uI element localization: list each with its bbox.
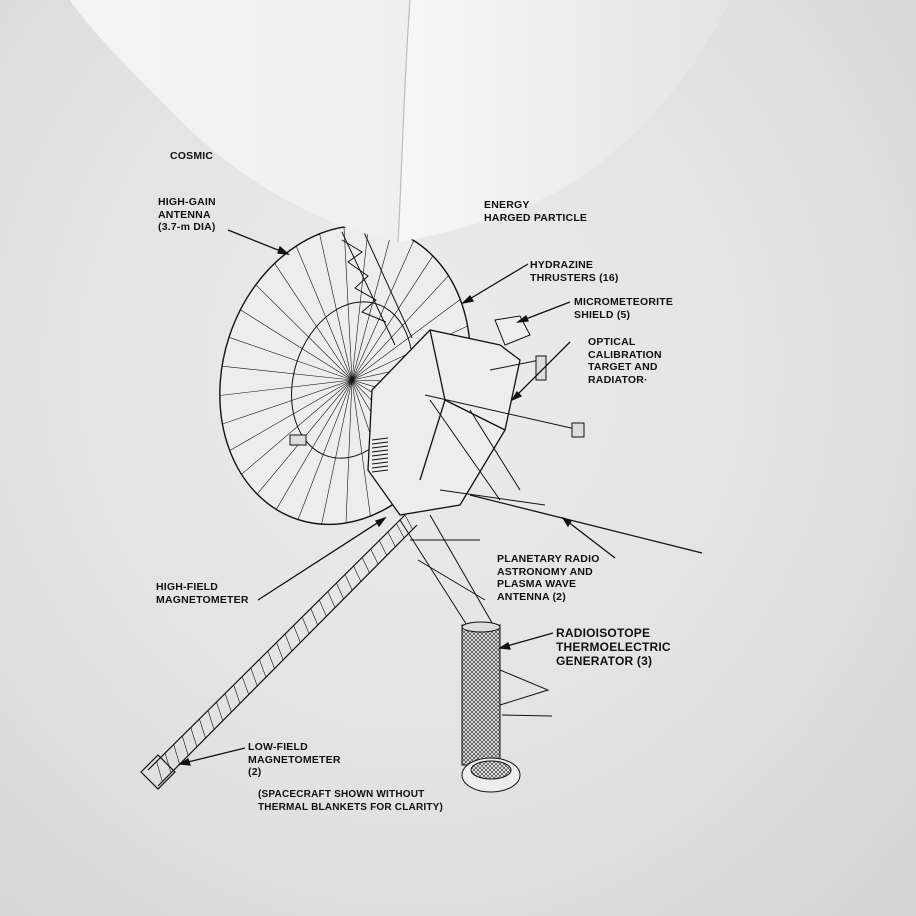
rtg-boom: [399, 514, 553, 793]
label-optical-calibration: OPTICAL CALIBRATION TARGET AND RADIATOR·: [588, 336, 662, 386]
label-cosmic: COSMIC: [170, 150, 214, 162]
leader-lines: [178, 229, 616, 766]
bus-body: [367, 329, 521, 516]
planetary-radio-antenna: [469, 494, 703, 554]
magnetometer-boom: [140, 514, 418, 790]
upper-mast: [341, 227, 413, 346]
label-hydrazine-thrusters: HYDRAZINE THRUSTERS (16): [530, 259, 619, 284]
label-high-field-magnetometer: HIGH-FIELD MAGNETOMETER: [156, 581, 249, 606]
label-rtg: RADIOISOTOPE THERMOELECTRIC GENERATOR (3…: [556, 626, 671, 668]
label-low-field-magnetometer: LOW-FIELD MAGNETOMETER (2): [248, 741, 341, 778]
science-boom: [289, 315, 585, 506]
label-planetary-radio: PLANETARY RADIO ASTRONOMY AND PLASMA WAV…: [497, 553, 600, 603]
label-clarity-note: (SPACECRAFT SHOWN WITHOUT THERMAL BLANKE…: [258, 789, 444, 813]
label-charged-particle: ENERGY HARGED PARTICLE: [484, 199, 588, 224]
label-micrometeorite-shield: MICROMETEORITE SHIELD (5): [574, 296, 674, 321]
label-high-gain-antenna: HIGH-GAIN ANTENNA (3.7-m DIA): [158, 196, 216, 233]
